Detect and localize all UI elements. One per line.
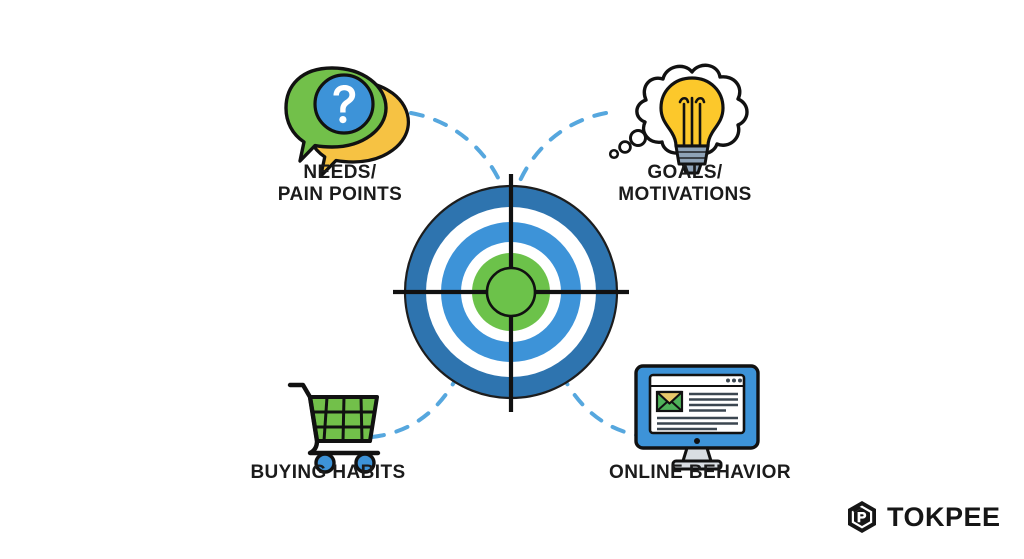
thought-bubble-large: [629, 129, 647, 147]
cart-basket-grid: [313, 396, 375, 442]
email-envelope-folds: [656, 401, 683, 412]
lightbulb-filament: [678, 96, 706, 148]
target-crosshair: [393, 174, 629, 412]
bullseye-target: [393, 174, 629, 412]
shopping-cart-icon: [287, 382, 381, 474]
desktop-monitor-email-icon: [634, 364, 760, 471]
lightbulb-tip: [681, 162, 703, 175]
thought-bubble-medium: [618, 140, 632, 154]
tokpee-cube-logo-icon: [848, 501, 876, 533]
monitor-stand-base: [671, 459, 723, 471]
speech-bubbles-question-icon: [284, 66, 411, 178]
cart-wheel-left: [314, 452, 336, 474]
label-buying-habits: BUYING HABITS: [250, 462, 406, 483]
cart-wheel-right: [354, 452, 376, 474]
thought-cloud-lightbulb-icon: [608, 63, 749, 175]
label-needs-pain-points: NEEDS/ PAIN POINTS: [277, 162, 403, 206]
lightbulb-base-threads: [677, 151, 707, 159]
question-mark-glyph: [333, 85, 356, 124]
cart-frame: [287, 382, 381, 456]
content-text-lines-bottom: [657, 416, 738, 431]
thought-bubble-small: [608, 148, 620, 160]
monitor-power-dot: [694, 438, 700, 444]
label-online-behavior: ONLINE BEHAVIOR: [609, 462, 791, 483]
browser-window-dots: [726, 378, 742, 383]
monitor-stand-neck: [681, 446, 713, 463]
target-center-disc: [472, 253, 550, 331]
tokpee-logo-text: TOKPEE: [887, 501, 1001, 532]
label-goals-motivations: GOALS/ MOTIVATIONS: [618, 162, 752, 206]
content-text-lines-right: [689, 392, 738, 412]
tokpee-logo: TOKPEE: [846, 500, 1001, 534]
email-envelope-flap: [655, 390, 684, 405]
